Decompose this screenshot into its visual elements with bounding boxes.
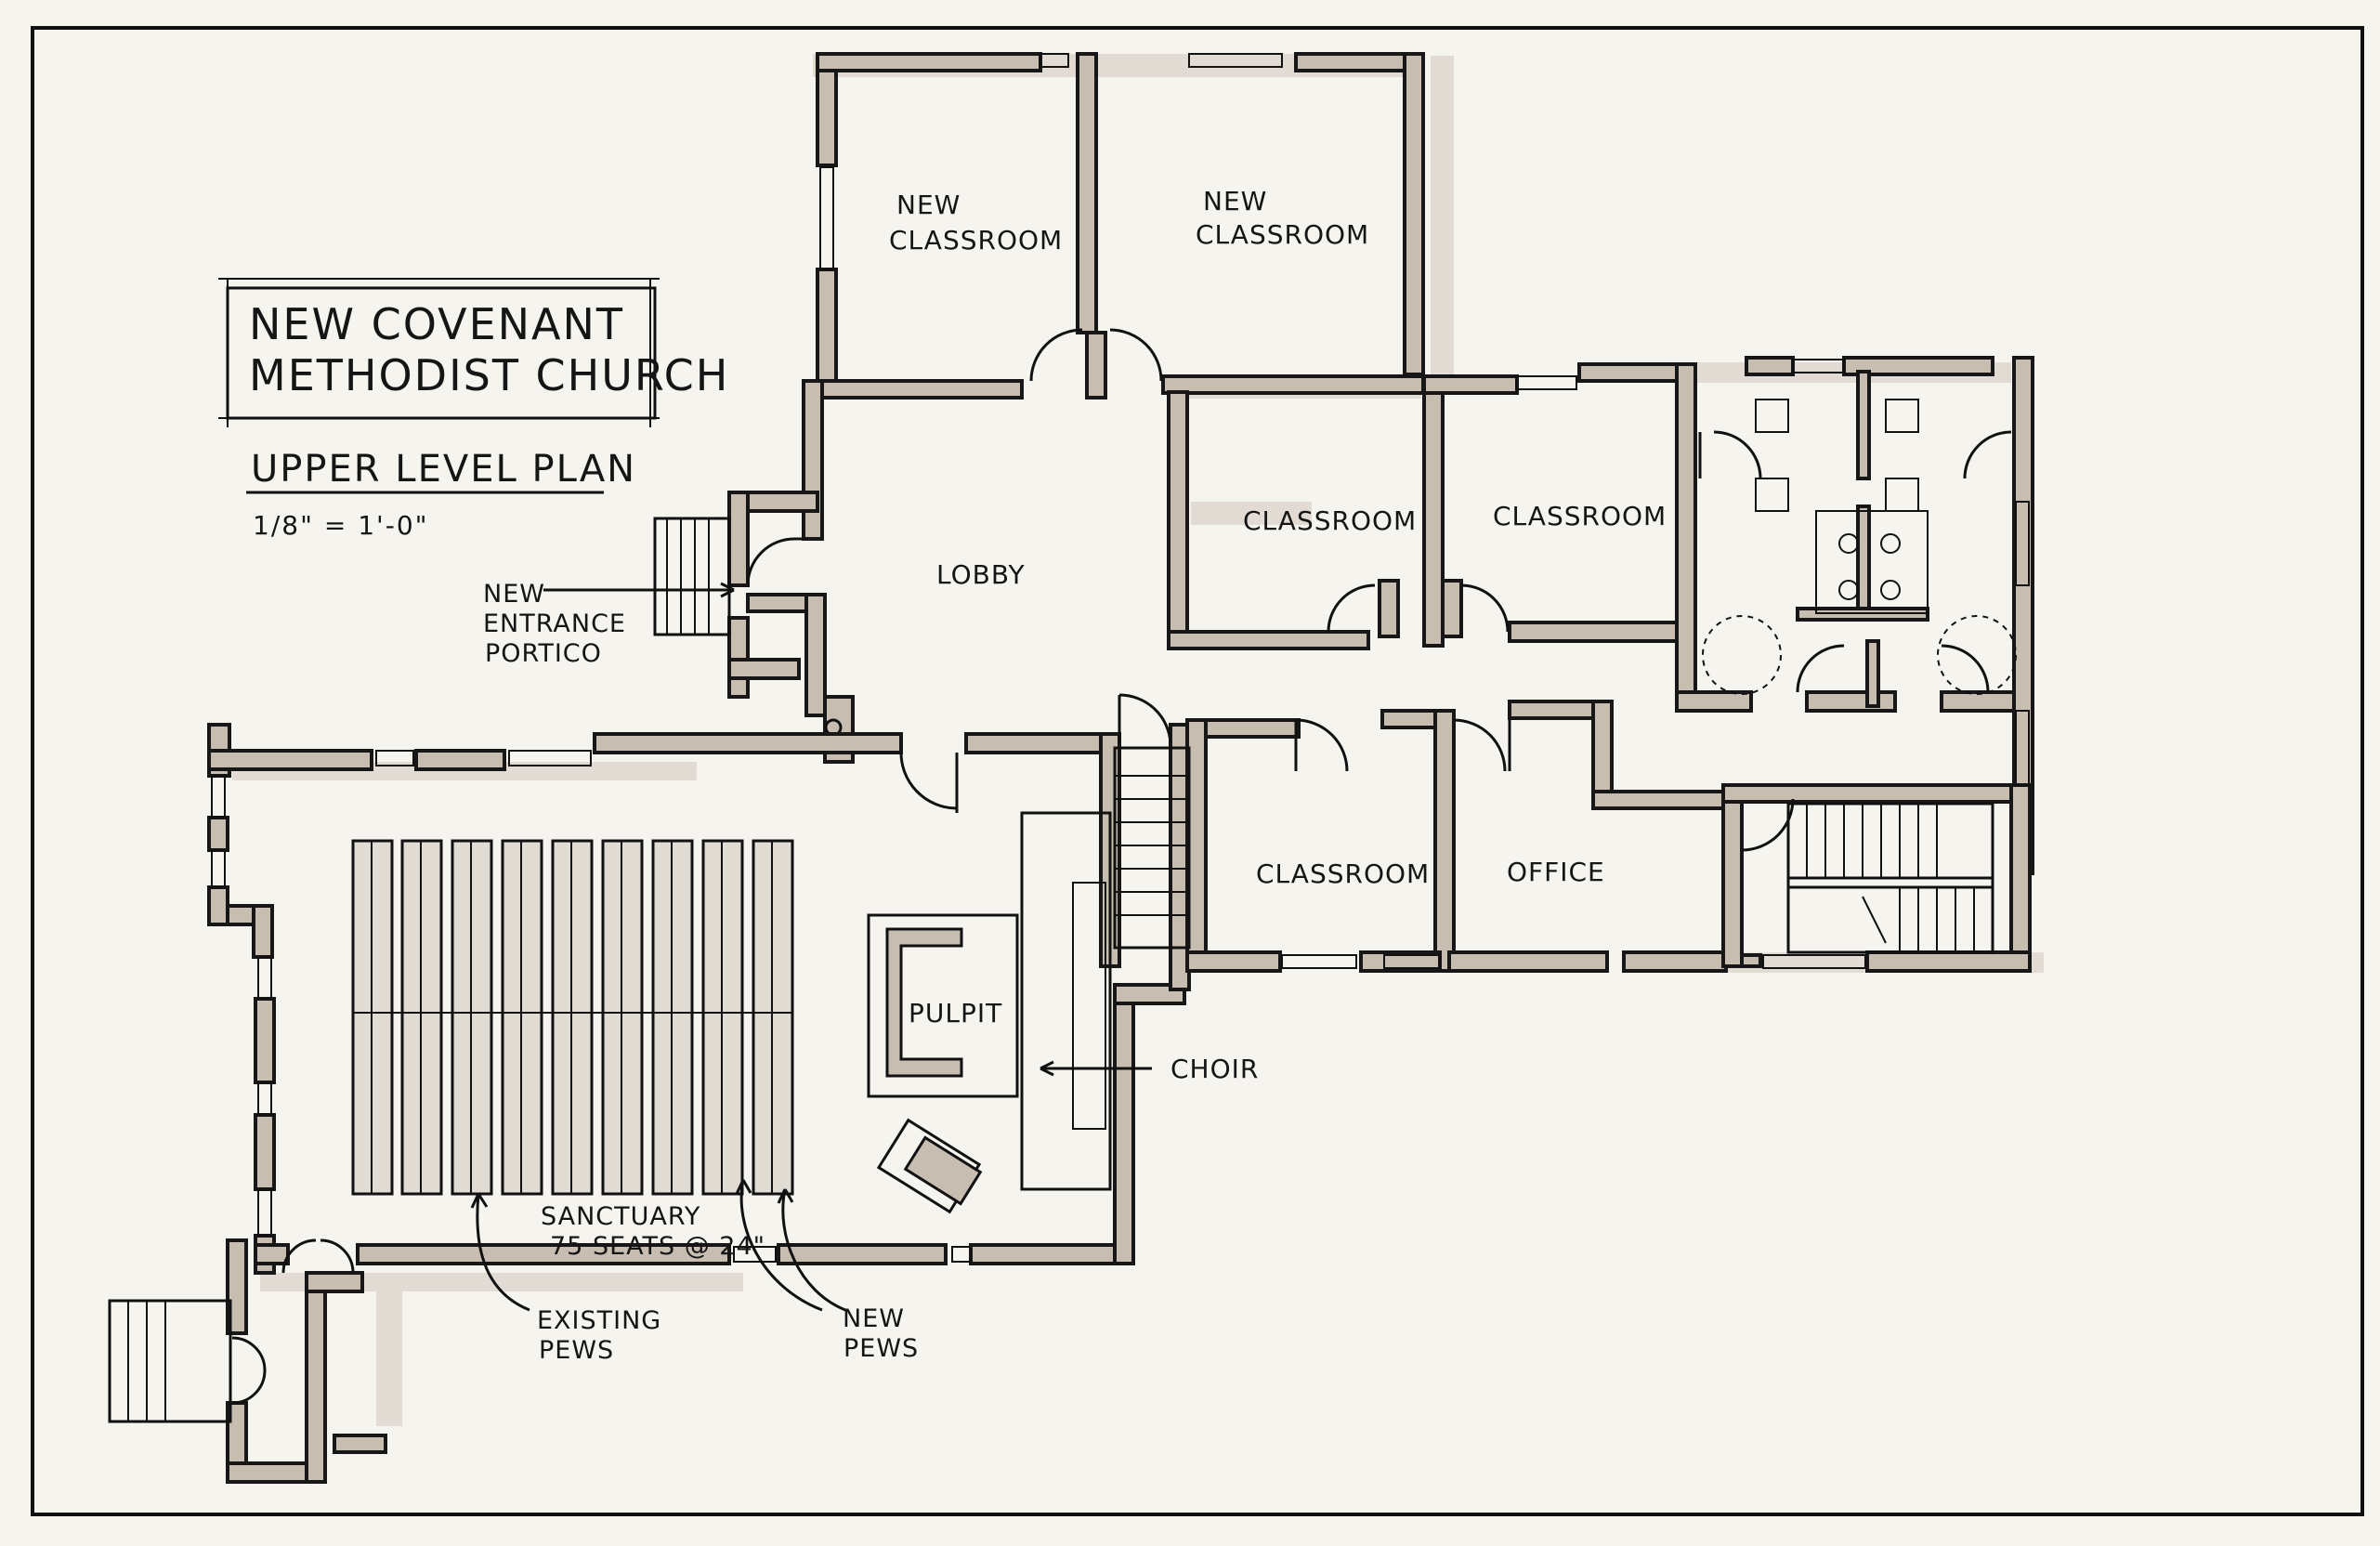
existing-pews-label-line-1: EXISTING (537, 1306, 661, 1335)
entrance-label-line-2: ENTRANCE (483, 609, 626, 638)
new-pews-label-line-2: PEWS (843, 1334, 919, 1363)
sheet-border (31, 26, 2364, 1516)
sanctuary-exterior-stairs (108, 1299, 232, 1423)
doors (231, 328, 2012, 1405)
classroom-upper-right-label: CLASSROOM (1493, 501, 1667, 531)
pulpit-label: PULPIT (909, 998, 1002, 1028)
new-classroom-right-line-2: CLASSROOM (1196, 219, 1369, 250)
walls (207, 52, 2034, 1484)
plan-scale: 1/8" = 1'-0" (253, 510, 429, 541)
entrance-portico-stairs (653, 517, 731, 636)
existing-pews-label-line-2: PEWS (539, 1336, 614, 1365)
entrance-label-line-3: PORTICO (485, 639, 602, 668)
lobby-label: LOBBY (936, 559, 1026, 590)
windows (211, 166, 2030, 1263)
pews (351, 839, 794, 1196)
sanctuary-label-line-1: SANCTUARY (541, 1202, 700, 1231)
pulpit-area (867, 811, 1112, 1214)
classroom-upper-left-label: CLASSROOM (1243, 505, 1417, 536)
classroom-lower-label: CLASSROOM (1256, 858, 1430, 889)
choir-label: CHOIR (1170, 1054, 1259, 1084)
plan-title: UPPER LEVEL PLAN (251, 448, 636, 491)
sanctuary-label-line-2: 75 SEATS @ 24" (550, 1232, 765, 1261)
new-classroom-right-line-1: NEW (1203, 186, 1267, 216)
right-stair-room (1786, 802, 1994, 954)
title-line-1: NEW COVENANT (249, 299, 624, 349)
entrance-label-line-1: NEW (483, 580, 545, 609)
title-line-2: METHODIST CHURCH (249, 350, 729, 400)
wall-shadows (232, 54, 2044, 1426)
interior-stair (1113, 746, 1191, 950)
title-block: NEW COVENANT METHODIST CHURCH UPPER LEVE… (218, 278, 729, 541)
restroom-fixtures (1702, 399, 2017, 695)
new-classroom-left-line-1: NEW (896, 190, 961, 220)
new-pews-label-line-1: NEW (843, 1304, 905, 1333)
office-label: OFFICE (1507, 857, 1605, 887)
new-classroom-left-line-2: CLASSROOM (889, 225, 1063, 255)
annotation-arrows (470, 582, 1152, 1312)
